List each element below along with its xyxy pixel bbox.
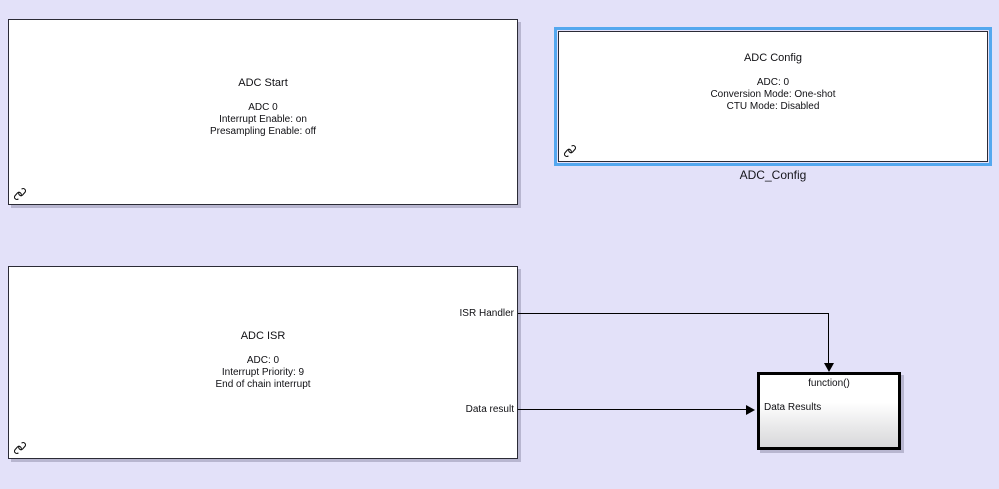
function-block-port-label: Data Results bbox=[764, 402, 822, 413]
link-icon bbox=[14, 442, 26, 454]
wire-isr-handler-horizontal bbox=[518, 313, 829, 314]
wire-data-result-horizontal bbox=[518, 409, 746, 410]
block-data-results-function[interactable]: function() Data Results bbox=[757, 372, 901, 450]
block-adc-config-detail: ADC: 0 Conversion Mode: One-shot CTU Mod… bbox=[710, 77, 836, 112]
block-adc-isr-title: ADC ISR bbox=[240, 330, 286, 342]
link-icon bbox=[14, 188, 26, 200]
arrowhead-isr-handler bbox=[824, 363, 834, 372]
block-adc-isr-detail: ADC: 0 Interrupt Priority: 9 End of chai… bbox=[215, 355, 311, 390]
block-adc-start[interactable]: ADC Start ADC 0 Interrupt Enable: on Pre… bbox=[8, 19, 518, 205]
port-label-isr-handler: ISR Handler bbox=[459, 308, 514, 319]
block-adc-start-detail: ADC 0 Interrupt Enable: on Presampling E… bbox=[210, 102, 316, 137]
block-adc-isr[interactable]: ADC ISR ADC: 0 Interrupt Priority: 9 End… bbox=[8, 266, 518, 459]
function-block-title: function() bbox=[808, 378, 850, 389]
block-adc-config-label: ADC_Config bbox=[739, 168, 807, 182]
arrowhead-data-result bbox=[746, 405, 755, 415]
port-label-data-result: Data result bbox=[465, 404, 514, 415]
block-adc-config-title: ADC Config bbox=[743, 52, 803, 64]
link-icon bbox=[564, 145, 576, 157]
block-adc-config[interactable]: ADC Config ADC: 0 Conversion Mode: One-s… bbox=[554, 27, 992, 166]
block-adc-start-title: ADC Start bbox=[238, 77, 288, 89]
wire-isr-handler-vertical bbox=[828, 313, 829, 366]
